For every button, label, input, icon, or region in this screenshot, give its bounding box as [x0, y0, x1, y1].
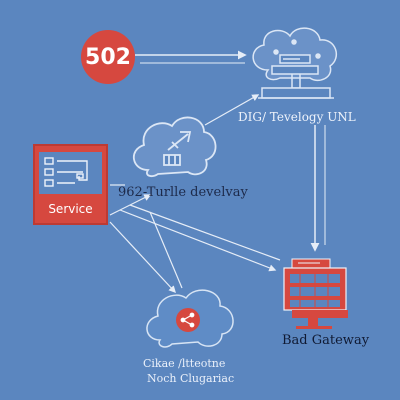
- connector-gateway-to-cloud-server: [204, 94, 260, 126]
- share-cloud-label-line2: Noch Clugariac: [147, 372, 235, 385]
- connector-gateway-to-bad-gateway: [119, 204, 281, 272]
- service-label: Service: [48, 202, 93, 216]
- gateway-cloud-label: 962-Turlle develvay: [118, 185, 248, 200]
- server-rack-monitor-icon: [283, 258, 348, 329]
- list-panel-icon: [37, 150, 104, 196]
- cloud-server-label: DIG/ Tevelogy UNL: [238, 110, 356, 124]
- cloud-arrow-icon: [133, 116, 217, 177]
- bad-gateway-label: Bad Gateway: [282, 333, 370, 348]
- cloud-server-icon: [252, 27, 338, 99]
- error-code-badge: 502: [85, 44, 131, 70]
- connector-502-to-cloud-server: [135, 50, 247, 64]
- service-box: Service: [33, 144, 108, 225]
- connector-cloud-server-to-bad-gateway: [310, 125, 326, 252]
- share-cloud-label-line1: Cikae /ltteotne: [143, 357, 226, 370]
- share-icon: [176, 308, 200, 332]
- connector-service-to-share-cloud: [109, 211, 183, 294]
- error-badge-circle: [81, 30, 135, 84]
- share-icon-glyph: [180, 312, 195, 328]
